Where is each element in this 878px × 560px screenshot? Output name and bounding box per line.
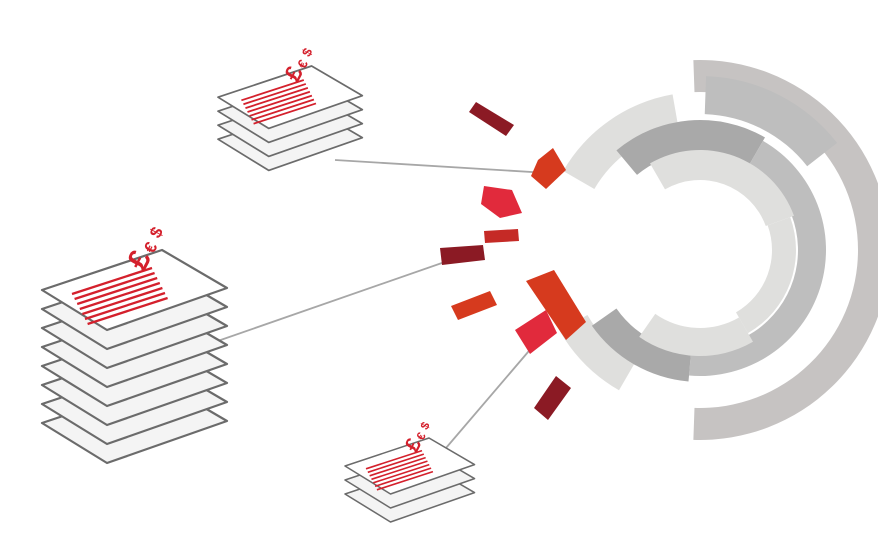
fragment-5 — [440, 245, 485, 265]
fragment-7 — [451, 291, 497, 320]
fragment-1 — [469, 102, 514, 136]
fragment-3 — [481, 186, 522, 218]
fragments — [440, 102, 586, 420]
document-stacks: £€$ £€$ £€$ — [42, 41, 475, 522]
ring-diagram-icon — [560, 60, 878, 440]
connector-line-left — [212, 256, 462, 343]
connector-line-bottom — [440, 338, 540, 455]
document-stack-left: £€$ — [42, 219, 227, 463]
fragment-2 — [531, 148, 566, 189]
fragment-9 — [534, 376, 571, 420]
currency-symbol: $ — [299, 45, 316, 59]
currency-symbol: $ — [146, 223, 167, 241]
document-stack-bottom: £€$ — [345, 417, 475, 522]
currency-symbol: $ — [417, 419, 433, 432]
fragment-4 — [484, 229, 519, 243]
connector-line-top — [335, 160, 548, 173]
document-stack-top: £€$ — [218, 41, 362, 170]
